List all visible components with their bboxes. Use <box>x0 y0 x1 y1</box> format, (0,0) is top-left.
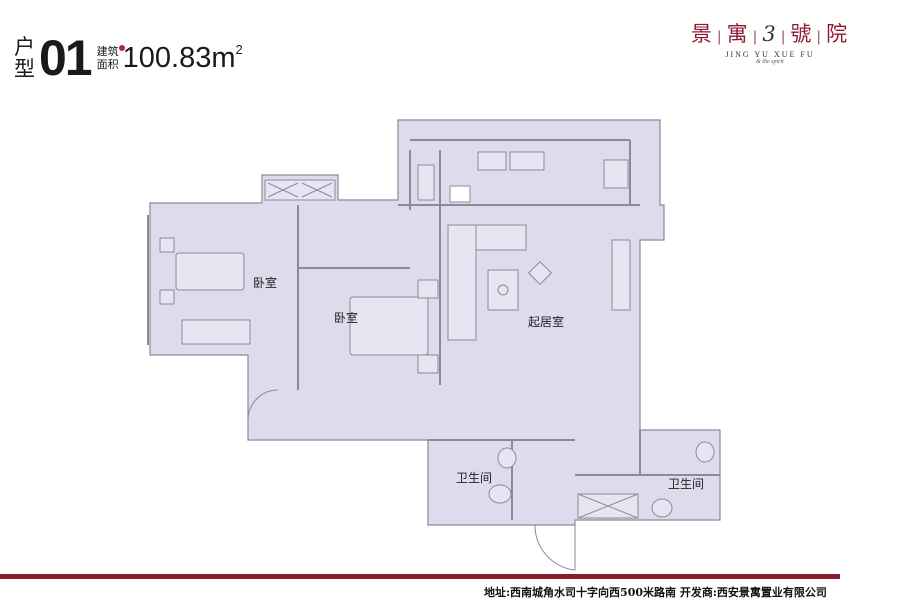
sink <box>509 151 545 171</box>
wardrobe <box>181 319 251 345</box>
unit-header: 户 型 01 建筑 面积 100.83m2 <box>14 28 243 88</box>
area-label: 建筑 面积 <box>97 45 125 71</box>
room-label-bathroom-right: 卫生间 <box>668 477 704 491</box>
logo-tagline: & the spirit <box>756 59 784 65</box>
stove <box>477 151 507 171</box>
bed-left <box>175 252 245 291</box>
floor-outline <box>149 119 721 526</box>
footer-address: 地址:西南城角水司十字向西500米路南 开发商:西安景寓置业有限公司 <box>484 586 827 599</box>
unit-type-label: 户 型 <box>14 35 35 81</box>
room-label-living-room: 起居室 <box>528 314 564 329</box>
brand-logo: 景|寓|3|號|院 JING YU XUE FU & the spirit <box>680 18 860 65</box>
basin-right <box>651 498 673 518</box>
toilet-right <box>695 441 715 463</box>
bed-center <box>349 296 429 356</box>
interior-walls <box>147 139 720 520</box>
logo-chars: 景|寓|3|號|院 <box>690 22 850 46</box>
tv-cabinet <box>611 239 631 311</box>
unit-number: 01 <box>39 30 93 86</box>
toilet-left <box>488 484 512 504</box>
room-label-bedroom-left: 卧室 <box>253 275 277 290</box>
dot-icon <box>118 45 125 51</box>
logo-english: JING YU XUE FU <box>725 50 815 59</box>
sofa <box>447 224 477 341</box>
basin-left <box>497 447 517 469</box>
room-label-bedroom-center: 卧室 <box>334 310 358 325</box>
room-label-bathroom-left: 卫生间 <box>456 471 492 485</box>
brand-divider <box>0 574 840 579</box>
furniture <box>159 151 715 571</box>
area-value: 100.83m2 <box>122 41 243 74</box>
